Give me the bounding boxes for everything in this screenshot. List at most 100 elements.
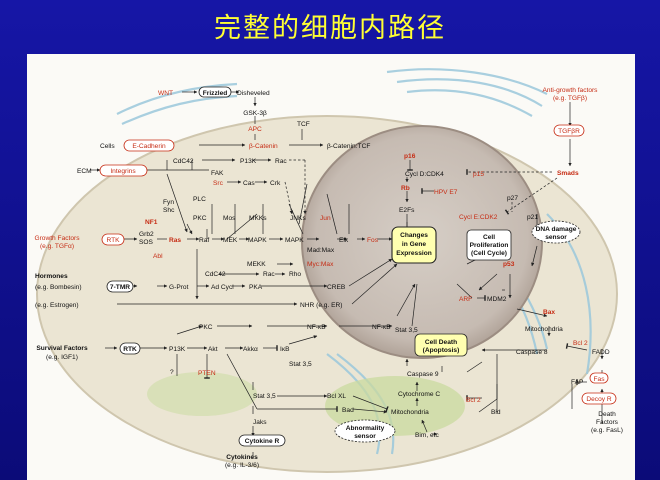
- label-p27: p27: [507, 195, 518, 202]
- label-ecadherin: E-Cadherin: [132, 143, 166, 150]
- label-integrins: Integrins: [110, 168, 136, 175]
- label-caspase8: Caspase 8: [516, 349, 548, 356]
- label-bcl2-a: Bcl 2: [573, 340, 588, 347]
- label-cellprolif-3: (Cell Cycle): [471, 250, 507, 257]
- label-plc: PLC: [193, 196, 206, 203]
- label-pkc-a: PKC: [193, 215, 207, 222]
- label-jnks: JNKs: [290, 215, 306, 222]
- cell-death-node: [414, 333, 468, 357]
- label-antigrowth-eg: (e.g. TGFβ): [553, 95, 587, 102]
- label-fos: Fos: [367, 237, 379, 244]
- label-grb2: Grb2: [139, 231, 154, 238]
- label-cytokines: Cytokines: [226, 454, 258, 461]
- label-bid: Bid: [491, 409, 501, 416]
- label-cdc42-b: CdC42: [205, 271, 226, 278]
- label-abnormality-2: sensor: [354, 433, 376, 440]
- label-e2fs: E2Fs: [399, 207, 415, 214]
- label-dnadamage-1: DNA damage: [536, 226, 577, 233]
- mitochondrion-shape-2: [147, 372, 257, 416]
- label-mekk: MEKK: [247, 261, 266, 268]
- rtk-node-a: [101, 233, 125, 246]
- label-mapk: MAPK: [248, 237, 267, 244]
- label-caspase9: Caspase 9: [407, 371, 439, 378]
- label-mitochondria-a: Mitochondria: [525, 326, 563, 333]
- label-adcycl: Ad Cycl: [211, 284, 234, 291]
- label-fap: FAP: [571, 379, 584, 386]
- label-sos: SOS: [139, 239, 154, 246]
- label-bad: Bad: [342, 407, 354, 414]
- label-changes-3: Expression: [396, 250, 432, 257]
- label-pten: PTEN: [198, 370, 216, 377]
- abnormality-sensor-node: [334, 419, 396, 443]
- label-mkks: MKKs: [249, 215, 267, 222]
- label-bcl2-b: Bcl 2: [466, 397, 481, 404]
- label-deathfactors-1: Death: [598, 411, 616, 418]
- label-p15: p15: [473, 171, 484, 178]
- label-nf1: NF1: [145, 219, 158, 226]
- label-mitochondria-b: Mitochondria: [391, 409, 429, 416]
- label-q: ?: [170, 369, 174, 376]
- label-cas: Cas: [243, 180, 255, 187]
- seventmr-node: [106, 280, 134, 293]
- integrins-node: [99, 164, 148, 177]
- label-nfkb-b: NF-κB: [372, 324, 391, 331]
- label-tcf: TCF: [297, 121, 310, 128]
- label-src: Src: [213, 180, 224, 187]
- label-cycld-cdk4: Cycl D:CDK4: [405, 171, 444, 178]
- label-seventmr: 7-TMR: [110, 284, 130, 291]
- label-pka: PKA: [249, 284, 263, 291]
- label-growthfactors-eg: (e.g. TGFα): [40, 243, 74, 250]
- label-mdm2: MDM2: [487, 296, 507, 303]
- label-cellprolif-1: Cell: [483, 234, 495, 241]
- tgfbr-node: [553, 124, 585, 137]
- label-dnadamage-2: sensor: [545, 234, 567, 241]
- label-decoyr: Decoy R: [586, 396, 612, 403]
- label-madmax: Mad:Max: [307, 247, 335, 254]
- dna-damage-sensor-node: [531, 220, 581, 244]
- label-changes-2: in Gene: [402, 241, 427, 248]
- label-bcatenin: β-Catenin: [249, 143, 278, 150]
- ecadherin-node: [123, 139, 175, 152]
- label-cytc: Cytochrome C: [398, 391, 440, 398]
- label-survival: Survival Factors: [36, 345, 88, 352]
- label-fas: Fas: [594, 376, 606, 383]
- label-ikb: IκB: [280, 346, 290, 353]
- label-cytokines-eg: (e.g. IL-3/6): [225, 462, 259, 469]
- label-fak: FAK: [211, 170, 224, 177]
- label-cells: Cells: [100, 143, 115, 150]
- label-rtk-b: RTK: [123, 346, 137, 353]
- label-p13k-a: P13K: [240, 158, 257, 165]
- label-jun: Jun: [320, 215, 331, 222]
- label-stat35-a: Stat 3,5: [395, 327, 418, 334]
- label-gprot: G-Prot: [169, 284, 189, 291]
- label-abl: Abl: [153, 253, 163, 260]
- label-cytokiner: Cytokine R: [245, 438, 280, 445]
- label-gsk3b: GSK-3β: [243, 110, 267, 117]
- label-bimetc: Bim, etc: [415, 432, 440, 439]
- label-nhr: NHR (e.g. ER): [300, 302, 343, 309]
- label-apc: APC: [248, 126, 262, 133]
- label-rac-b: Rac: [263, 271, 275, 278]
- label-ras: Ras: [169, 237, 181, 244]
- label-ecm: ECM: [77, 168, 92, 175]
- label-nfkb-a: NF-κB: [307, 324, 326, 331]
- label-cycle-cdk2: Cycl E:CDK2: [459, 214, 498, 221]
- label-deathfactors-3: (e.g. FasL): [591, 427, 623, 434]
- label-bcatenin-tcf: β-Catenin:TCF: [327, 143, 370, 150]
- label-p16: p16: [404, 153, 416, 160]
- label-elk: Elk: [339, 237, 349, 244]
- label-raf: Raf: [199, 237, 209, 244]
- label-wnt: WNT: [158, 90, 173, 97]
- label-p21: p21: [527, 214, 538, 221]
- label-growthfactors: Growth Factors: [34, 235, 80, 242]
- label-stat35-b: Stat 3,5: [289, 361, 312, 368]
- label-mapk2: MAPK: [285, 237, 304, 244]
- label-crk: Crk: [270, 180, 281, 187]
- label-hormones-eg: (e.g. Bombesin): [35, 284, 82, 291]
- label-disheveled: Disheveled: [237, 90, 270, 97]
- label-fyn: Fyn: [163, 199, 174, 206]
- label-creb: CREB: [327, 284, 346, 291]
- label-bax: Bax: [543, 309, 555, 316]
- label-changes-1: Changes: [400, 232, 428, 239]
